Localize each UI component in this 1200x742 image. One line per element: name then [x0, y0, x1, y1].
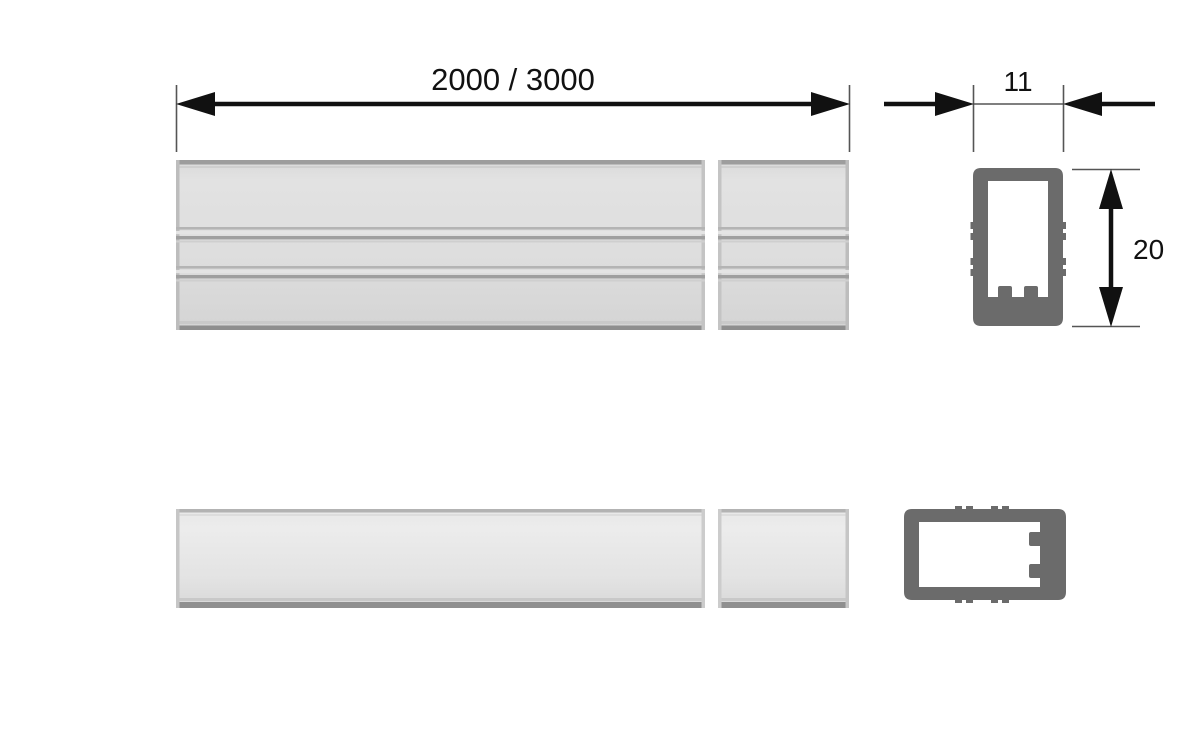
profile-notch-bottom-4 — [1002, 600, 1009, 603]
cover-break-edge-right — [718, 509, 722, 608]
rail-break-edge-left — [701, 160, 705, 330]
profile-notch-right-1 — [1063, 222, 1066, 229]
rail-groove-1d-left — [176, 240, 705, 243]
rail-groove-1a-right — [718, 227, 849, 230]
profile-notch-bottom-3 — [991, 600, 998, 603]
cover-right-edge-right — [845, 509, 849, 608]
cover-top-edge-left — [176, 509, 705, 513]
arrowhead-width-left-icon — [935, 92, 974, 116]
rail-body-left — [176, 160, 705, 330]
profile-wall-vertical — [973, 168, 1063, 326]
cover-top-highlight-left — [176, 514, 705, 516]
view-cross-section-vertical — [970, 168, 1066, 326]
arrowhead-down-icon — [1099, 287, 1123, 327]
cover-top-edge-right — [718, 509, 849, 513]
profile-notch-bottom-2 — [966, 600, 973, 603]
cover-bottom-highlight-right — [718, 598, 849, 601]
arrowhead-left-icon — [176, 92, 215, 116]
profile-notch-right-3 — [1063, 258, 1066, 265]
profile-notch-top-2 — [966, 506, 973, 509]
dimension-width: 11 — [884, 66, 1155, 152]
profile-wall-horizontal — [904, 509, 1066, 600]
rail-bottom-highlight-left — [176, 321, 705, 324]
profile-notch-left-2 — [970, 233, 974, 240]
rail-groove-1a-left — [176, 227, 705, 230]
arrowhead-up-icon — [1099, 169, 1123, 209]
dimension-height-label: 20 — [1133, 234, 1164, 265]
profile-notch-top-3 — [991, 506, 998, 509]
profile-notch-right-2 — [1063, 233, 1066, 240]
view-front-elevation-left — [176, 160, 705, 330]
dimension-length-label: 2000 / 3000 — [431, 62, 595, 97]
rail-bottom-edge-left — [176, 325, 705, 330]
rail-top-edge-left — [176, 160, 705, 165]
rail-right-edge-right — [845, 160, 849, 330]
view-cross-section-horizontal — [904, 506, 1066, 603]
rail-groove-2d-right — [718, 279, 849, 282]
rail-groove-1b-left — [176, 231, 705, 235]
profile-notch-right-4 — [1063, 269, 1066, 276]
view-cover-elevation-right — [718, 509, 849, 608]
rail-groove-2c-right — [718, 275, 849, 279]
cover-top-highlight-right — [718, 514, 849, 516]
dimension-length: 2000 / 3000 — [175, 62, 851, 152]
rail-groove-2d-left — [176, 279, 705, 282]
cover-break-edge-left — [701, 509, 705, 608]
profile-notch-top-1 — [955, 506, 962, 509]
dimension-height: 20 — [1072, 168, 1164, 328]
rail-groove-2b-left — [176, 270, 705, 274]
profile-notch-left-3 — [970, 258, 974, 265]
rail-break-edge-right — [718, 160, 722, 330]
rail-left-edge-left — [176, 160, 180, 330]
rail-groove-1b-right — [718, 231, 849, 235]
dimension-width-label: 11 — [1003, 66, 1032, 97]
profile-notch-left-4 — [970, 269, 974, 276]
rail-groove-1c-left — [176, 236, 705, 240]
rail-top-highlight-left — [176, 166, 705, 168]
view-front-elevation-right — [718, 160, 849, 330]
profile-notch-top-4 — [1002, 506, 1009, 509]
cover-left-edge-left — [176, 509, 180, 608]
arrowhead-width-right-icon — [1063, 92, 1102, 116]
cover-bottom-edge-right — [718, 602, 849, 608]
rail-top-highlight-right — [718, 166, 849, 168]
profile-notch-left-1 — [970, 222, 974, 229]
rail-groove-1c-right — [718, 236, 849, 240]
rail-bottom-edge-right — [718, 325, 849, 330]
arrowhead-right-icon — [811, 92, 850, 116]
cover-body-right — [718, 509, 849, 608]
rail-body-right — [718, 160, 849, 330]
cover-bottom-highlight-left — [176, 598, 705, 601]
rail-groove-2b-right — [718, 270, 849, 274]
rail-groove-1d-right — [718, 240, 849, 243]
rail-groove-2a-right — [718, 266, 849, 269]
view-cover-elevation-left — [176, 509, 705, 608]
rail-groove-2a-left — [176, 266, 705, 269]
rail-bottom-highlight-right — [718, 321, 849, 324]
cover-body-left — [176, 509, 705, 608]
rail-groove-2c-left — [176, 275, 705, 279]
rail-top-edge-right — [718, 160, 849, 165]
profile-notch-bottom-1 — [955, 600, 962, 603]
cover-bottom-edge-left — [176, 602, 705, 608]
